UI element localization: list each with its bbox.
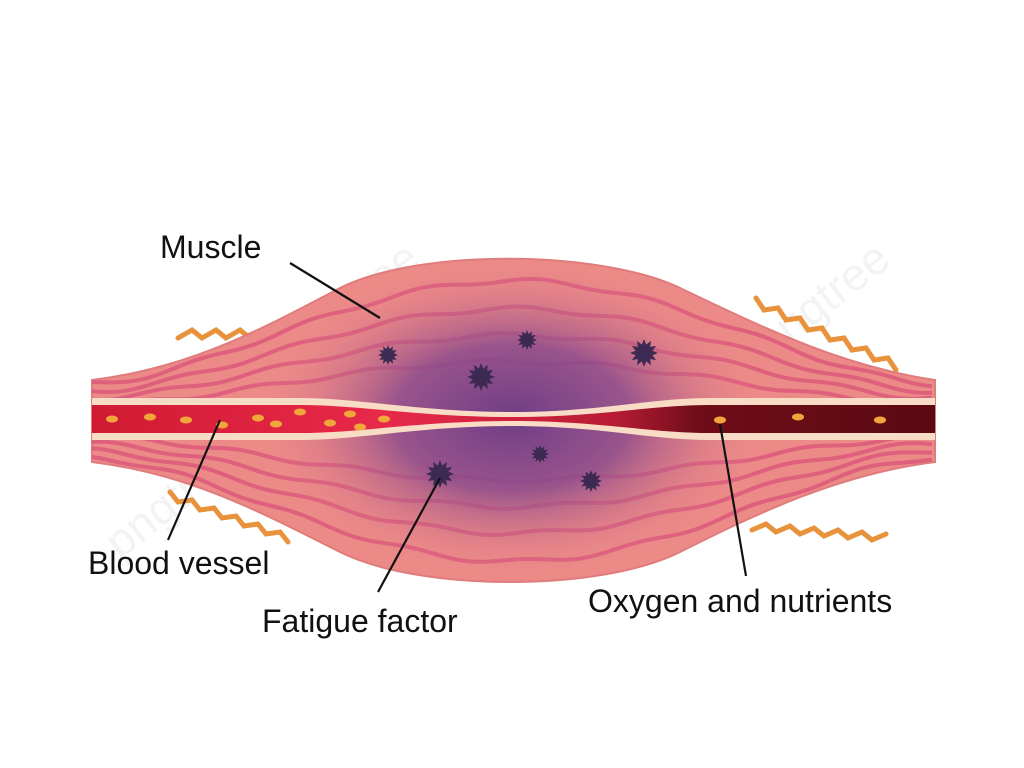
oxygen-nutrients-label: Oxygen and nutrients bbox=[588, 583, 892, 619]
nutrient-dot bbox=[144, 413, 156, 421]
fatigue-factor-label: Fatigue factor bbox=[262, 603, 458, 639]
nutrient-dot bbox=[378, 415, 390, 423]
fatigue-particle-icon bbox=[378, 345, 398, 365]
leader-lines bbox=[166, 262, 748, 593]
heat-wave-icon bbox=[749, 521, 889, 543]
blood-vessel bbox=[92, 398, 935, 440]
heat-wave-icon bbox=[753, 295, 899, 373]
nutrient-dot bbox=[792, 413, 804, 421]
nutrient-dot bbox=[106, 415, 118, 423]
muscle-leader-line bbox=[289, 262, 381, 319]
fatigue-particle-icon bbox=[467, 363, 495, 391]
nutrient-dot bbox=[324, 419, 336, 427]
fatigue-particle-icon bbox=[517, 330, 537, 350]
fatigue-particle-icon bbox=[426, 460, 454, 488]
nutrient-dot bbox=[714, 416, 726, 424]
fatigue-particle-icon bbox=[580, 470, 602, 492]
blood-vessel-label: Blood vessel bbox=[88, 545, 269, 581]
heat-wave-icon bbox=[167, 489, 291, 545]
fatigue-particle-icon bbox=[531, 445, 549, 463]
blood-vessel-leader-line bbox=[166, 419, 222, 541]
nutrient-dot bbox=[354, 423, 366, 431]
oxygen-nutrients-leader-line bbox=[718, 423, 748, 577]
nutrients bbox=[106, 408, 886, 431]
fatigue-particle-icon bbox=[630, 339, 658, 367]
nutrient-dot bbox=[252, 414, 264, 422]
muscle-label: Muscle bbox=[160, 229, 261, 265]
fatigue-factor-leader-line bbox=[377, 477, 441, 593]
fatigue-particles bbox=[378, 330, 658, 492]
nutrient-dot bbox=[180, 416, 192, 424]
nutrient-dot bbox=[270, 420, 282, 428]
nutrient-dot bbox=[344, 410, 356, 418]
nutrient-dot bbox=[874, 416, 886, 424]
labels: Muscle Blood vessel Fatigue factor Oxyge… bbox=[88, 229, 892, 639]
nutrient-dot bbox=[294, 408, 306, 416]
